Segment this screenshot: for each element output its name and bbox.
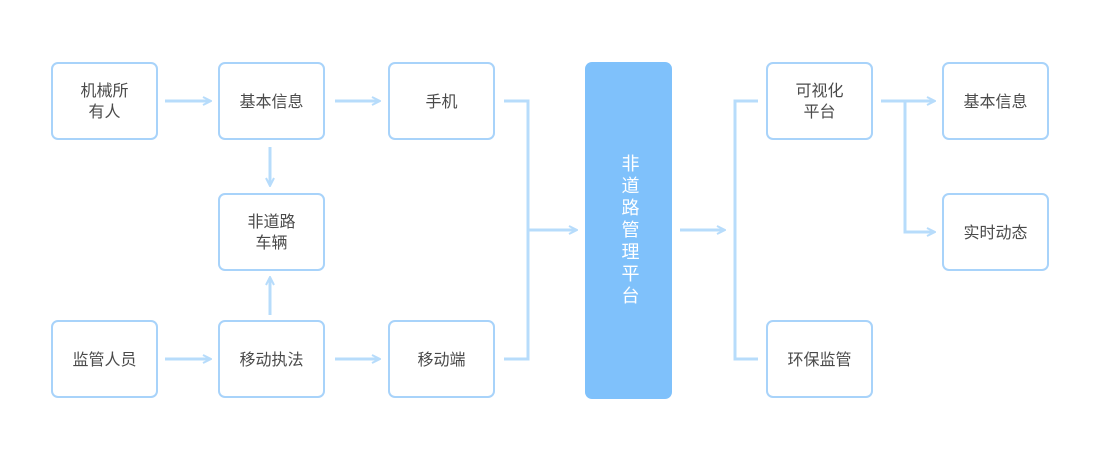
node-non-road-vehicle: 非道路 车辆 — [218, 193, 325, 271]
platform-label: 非道路管理平台 — [618, 153, 640, 308]
node-management-platform: 非道路管理平台 — [585, 62, 672, 399]
node-realtime-dynamics: 实时动态 — [942, 193, 1049, 271]
node-mobile-terminal: 移动端 — [388, 320, 495, 398]
node-basic-info-left: 基本信息 — [218, 62, 325, 140]
bracket-left — [504, 99, 530, 361]
node-env-supervision: 环保监管 — [766, 320, 873, 398]
node-mobile-enforcement: 移动执法 — [218, 320, 325, 398]
bracket-right — [733, 99, 758, 361]
node-basic-info-right: 基本信息 — [942, 62, 1049, 140]
arrow-visual-to-realtime — [903, 101, 934, 232]
node-machine-owner: 机械所 有人 — [51, 62, 158, 140]
node-supervisor: 监管人员 — [51, 320, 158, 398]
node-visual-platform: 可视化 平台 — [766, 62, 873, 140]
node-phone: 手机 — [388, 62, 495, 140]
